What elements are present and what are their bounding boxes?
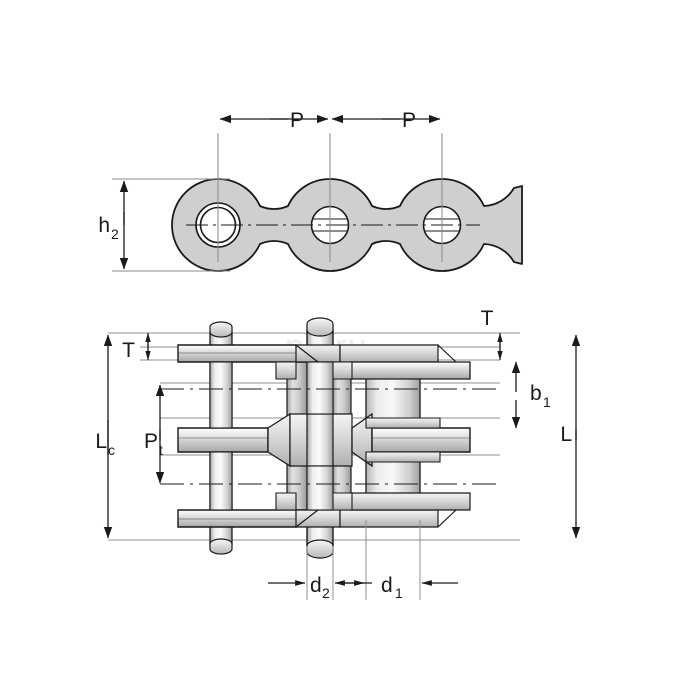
middle-right-band-top xyxy=(365,417,441,429)
dimension-plate-height: h 2 xyxy=(98,178,230,272)
dimension-inner-width: b 1 xyxy=(511,361,551,429)
dimension-pitch-1: P xyxy=(219,109,329,132)
top-plate-chamfer-2 xyxy=(437,344,457,363)
dimension-pin-diameter-sub: 2 xyxy=(322,585,330,601)
cotter-pin-left-bottom-cap xyxy=(209,538,233,555)
dimension-pin-diameter-label: d xyxy=(310,574,322,597)
outer-plate-top-right xyxy=(339,344,471,380)
top-plate-chamfer-1 xyxy=(295,344,319,363)
dimension-pitch-1-label: P xyxy=(290,109,304,132)
diameter-extension-lines xyxy=(306,520,421,600)
middle-plate-left-body xyxy=(177,427,269,453)
dimension-plate-thickness-left: T xyxy=(122,332,151,362)
dimension-transverse-pitch-sub: t xyxy=(159,442,163,458)
dimension-roller-diameter-label: d xyxy=(381,574,393,597)
dimension-plate-thickness-right: T xyxy=(481,307,503,361)
cotter-pin-left-top-cap xyxy=(209,321,233,338)
middle-plate-assembly xyxy=(177,412,471,468)
outer-plate-bottom-right-band xyxy=(349,492,471,511)
bottom-plate-chamfer-1 xyxy=(295,509,319,528)
outer-plate-top-right-body xyxy=(349,361,471,380)
outer-plate-bottom xyxy=(177,492,471,528)
pin-center-seg-1 xyxy=(306,361,334,415)
side-view-centerlines xyxy=(186,133,480,262)
dimension-inner-width-sub: 1 xyxy=(543,394,551,410)
middle-right-band-bottom xyxy=(365,451,441,463)
inner-plate-bottom-left-wrap xyxy=(275,492,297,511)
section-centerlines xyxy=(160,388,500,485)
inner-plate-top-left-wrap-body xyxy=(275,361,297,380)
pin-left-seg-2 xyxy=(209,451,233,511)
bottom-plate-chamfer-2 xyxy=(437,509,457,528)
inner-plate-top xyxy=(295,344,341,363)
dimension-overall-width-cotter-sub: c xyxy=(108,442,115,458)
dimension-overall-width: L xyxy=(560,334,581,539)
dimension-overall-width-cotter: L c xyxy=(95,334,115,539)
dimension-transverse-pitch-label: P xyxy=(144,430,158,453)
dimension-transverse-pitch: P t xyxy=(144,384,165,484)
pin-overlays xyxy=(209,361,334,511)
dimension-pitch-2: P xyxy=(331,109,441,132)
chain-pin-center-top-cap xyxy=(306,317,334,337)
inner-plate-bottom-body xyxy=(295,509,341,528)
outer-plate-bottom-right-inner xyxy=(339,509,439,528)
dimension-inner-width-label: b xyxy=(530,382,542,405)
dimension-plate-thickness-left-label: T xyxy=(122,339,135,362)
dimension-roller-diameter-sub: 1 xyxy=(395,585,403,601)
middle-plate-right-body xyxy=(371,427,471,453)
inner-plate-top-body xyxy=(295,344,341,363)
dimension-plate-height-sub: 2 xyxy=(111,226,119,242)
chain-pin-center-bottom-cap xyxy=(306,539,334,559)
dimension-plate-thickness-right-label: T xyxy=(481,307,494,330)
dimension-overall-width-cotter-label: L xyxy=(95,430,107,453)
side-view: P P h 2 xyxy=(98,109,523,272)
outer-plate-top-left xyxy=(177,344,321,363)
middle-center-pin-pass xyxy=(306,413,334,467)
dimension-pitch-2-label: P xyxy=(402,109,416,132)
outer-plate-top-right-inner xyxy=(339,344,439,363)
pin-left-seg-1 xyxy=(209,361,233,429)
dimension-roller-diameter: d 1 xyxy=(340,574,458,601)
dimension-plate-height-label: h xyxy=(98,214,110,237)
pin-center-seg-2 xyxy=(306,465,334,511)
section-view: T T L c P t b 1 xyxy=(95,307,581,601)
dimension-overall-width-label: L xyxy=(560,423,572,446)
